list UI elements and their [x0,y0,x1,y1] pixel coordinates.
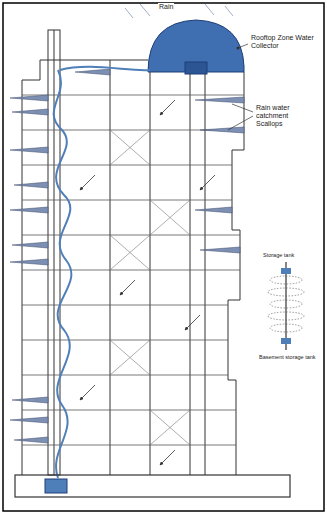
collector-label: Rooftop Zone Water Collector [250,34,316,50]
scallops-label: Rain water catchment Scallops [255,104,317,128]
building-base [15,475,290,497]
truss-hatching [110,130,190,445]
collector-tank [185,62,207,74]
leader-dot [237,47,240,50]
water-pipe [54,70,72,478]
frame [3,3,324,511]
basement-tank-label: Basement storage tank [258,354,317,360]
catchment-scallops [10,69,244,443]
floor-slabs [22,95,244,445]
tower-structure [22,30,244,475]
rain-label: Rain [158,3,174,11]
water-pipe [60,67,150,70]
tank-label: Storage tank [262,252,295,258]
flow-arrows [80,100,215,465]
storage-detail [268,262,304,350]
rain-lines [125,4,233,18]
basement-tank [45,479,67,493]
leader-lines [228,44,253,130]
